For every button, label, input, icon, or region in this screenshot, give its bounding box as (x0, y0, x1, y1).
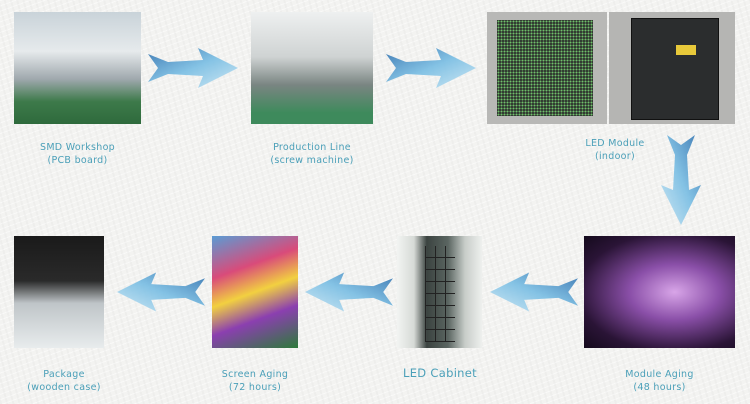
step-title: Screen Aging (221, 369, 289, 380)
step-label-led-module: LED Module (indoor) (560, 138, 670, 163)
led-module-back-photo (609, 12, 735, 124)
step-subtitle: (screw machine) (270, 154, 354, 166)
step-label-module-aging: Module Aging (48 hours) (584, 369, 735, 394)
module-aging-photo (584, 236, 735, 348)
step-subtitle: (wooden case) (27, 381, 101, 393)
step-title: Module Aging (625, 369, 694, 380)
step-label-led-cabinet: LED Cabinet (390, 367, 490, 380)
led-cabinet-photo (397, 236, 482, 348)
step-title: Production Line (273, 142, 351, 153)
led-module-front-photo (487, 12, 607, 124)
arrow-left-icon (117, 272, 205, 312)
step-label-smd-workshop: SMD Workshop (PCB board) (14, 142, 141, 167)
step-label-package: Package (wooden case) (4, 369, 124, 394)
package-photo (14, 236, 104, 348)
step-title: LED Module (585, 138, 645, 149)
production-line-photo (251, 12, 373, 124)
step-subtitle: (48 hours) (633, 381, 686, 393)
arrow-right-icon (386, 48, 476, 88)
step-subtitle: (PCB board) (47, 154, 108, 166)
arrow-left-icon (305, 272, 393, 312)
screen-aging-photo (212, 236, 298, 348)
arrow-left-icon (490, 272, 578, 312)
smd-workshop-photo (14, 12, 141, 124)
step-subtitle: (72 hours) (228, 381, 282, 393)
step-subtitle: (indoor) (594, 150, 636, 162)
step-title: SMD Workshop (39, 142, 116, 153)
step-title: LED Cabinet (403, 366, 477, 380)
step-label-production-line: Production Line (screw machine) (251, 142, 373, 167)
arrow-right-icon (148, 48, 238, 88)
step-title: Package (43, 369, 85, 380)
step-label-screen-aging: Screen Aging (72 hours) (200, 369, 310, 394)
